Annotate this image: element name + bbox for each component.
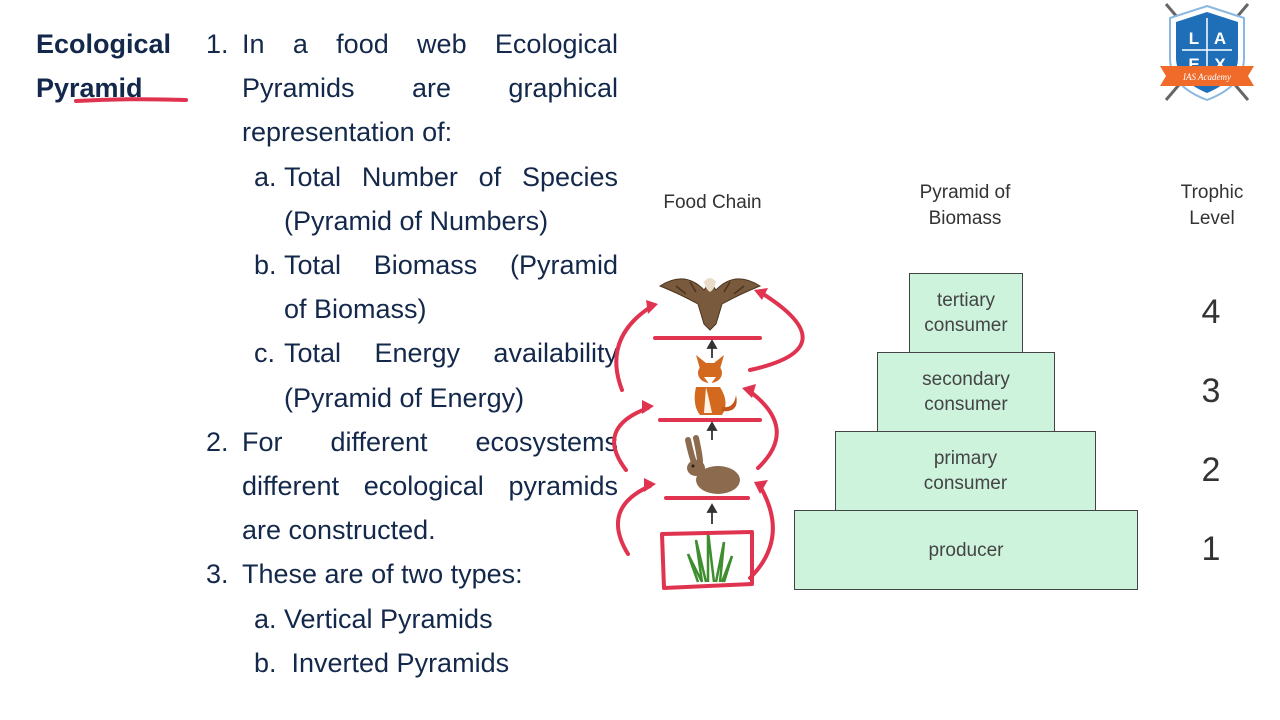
- list-number: 2.: [206, 426, 229, 457]
- list-text-line: These are of two types:: [242, 559, 523, 590]
- tier-tertiary-consumer: tertiary consumer: [909, 273, 1023, 353]
- list-text-line: (Pyramid of Numbers): [284, 205, 549, 236]
- tier-primary-consumer: primary consumer: [835, 431, 1096, 511]
- tier-label: secondary: [922, 369, 1010, 390]
- tier-label: consumer: [924, 315, 1008, 336]
- list-text-line: Total Biomass (Pyramid: [284, 250, 618, 281]
- tier-secondary-consumer: secondary consumer: [877, 352, 1055, 432]
- list-text-line: Total Number of Species: [284, 161, 618, 192]
- list-text-line: Total Energy availability: [284, 338, 618, 369]
- list-text-line: Inverted Pyramids: [284, 647, 510, 678]
- academy-logo: L A E X IAS Academy: [1160, 3, 1254, 102]
- list-number: 3.: [206, 559, 229, 590]
- list-text-line: In a food web Ecological: [242, 29, 618, 59]
- list-number: a.: [254, 603, 277, 634]
- list-item: 3. These are of two types:: [206, 552, 618, 596]
- list-number: b.: [254, 647, 277, 678]
- grass-icon: [686, 531, 734, 583]
- rabbit-icon: [685, 435, 740, 494]
- tier-label: producer: [928, 539, 1004, 561]
- list-item: b.Total Biomass (Pyramid of Biomass): [206, 243, 618, 331]
- logo-letter-l: L: [1189, 29, 1199, 48]
- eagle-icon: [658, 278, 762, 331]
- biomass-label: Pyramid of Biomass: [880, 180, 1050, 232]
- title-underline-annotation: [74, 97, 188, 103]
- list-item: c. Total Energy availability (Pyramid of E…: [206, 331, 618, 419]
- trophic-level-label: Trophic Level: [1160, 180, 1264, 232]
- list-item: a.Total Number of Species (Pyramid of Num…: [206, 155, 618, 243]
- list-number: a.: [254, 161, 277, 192]
- slide-title: Ecological Pyramid: [36, 22, 171, 110]
- energy-flow-annotations: [612, 290, 805, 580]
- list-text-line: For different ecosystems: [242, 426, 618, 457]
- list-text-line: are constructed.: [242, 515, 436, 546]
- food-chain-illustration: [612, 278, 805, 590]
- biomass-label-line-1: Pyramid of: [919, 182, 1011, 203]
- fox-icon: [694, 355, 737, 415]
- list-item: a.Vertical Pyramids: [206, 597, 618, 641]
- list-item: b. Inverted Pyramids: [206, 641, 618, 685]
- logo-letter-a: A: [1214, 29, 1226, 48]
- chain-arrows: [706, 339, 718, 524]
- title-line-1: Ecological: [36, 29, 172, 59]
- trophic-label-line-2: Level: [1189, 208, 1235, 229]
- list-number: b.: [254, 250, 277, 281]
- tier-label: consumer: [924, 394, 1008, 415]
- list-text-line: (Pyramid of Energy): [284, 382, 525, 413]
- list-text-line: of Biomass): [284, 294, 427, 325]
- list-number: 1.: [206, 29, 229, 59]
- list-text-line: representation of:: [242, 117, 453, 148]
- trophic-level-2: 2: [1201, 451, 1221, 489]
- logo-ribbon-text: IAS Academy: [1182, 72, 1231, 82]
- food-chain-label: Food Chain: [663, 192, 762, 213]
- annotation-arrowheads: [642, 288, 768, 494]
- tier-label: tertiary: [936, 290, 996, 311]
- trophic-level-3: 3: [1201, 372, 1221, 410]
- tier-label: consumer: [923, 473, 1008, 494]
- trophic-level-1: 1: [1201, 530, 1221, 568]
- trophic-label-line-1: Trophic: [1180, 182, 1244, 203]
- trophic-level-4: 4: [1201, 293, 1221, 331]
- tier-producer: producer: [794, 510, 1138, 590]
- list-number: c.: [254, 338, 276, 369]
- list-text-line: Vertical Pyramids: [284, 603, 493, 634]
- list-text-line: different ecological pyramids: [242, 471, 618, 502]
- tier-label: primary: [933, 448, 998, 469]
- biomass-label-line-2: Biomass: [928, 208, 1002, 229]
- list-text-line: Pyramids are graphical: [242, 73, 618, 104]
- logo-letter-e: E: [1188, 55, 1199, 74]
- list-item: 2. For different ecosystems different ecol…: [206, 420, 618, 553]
